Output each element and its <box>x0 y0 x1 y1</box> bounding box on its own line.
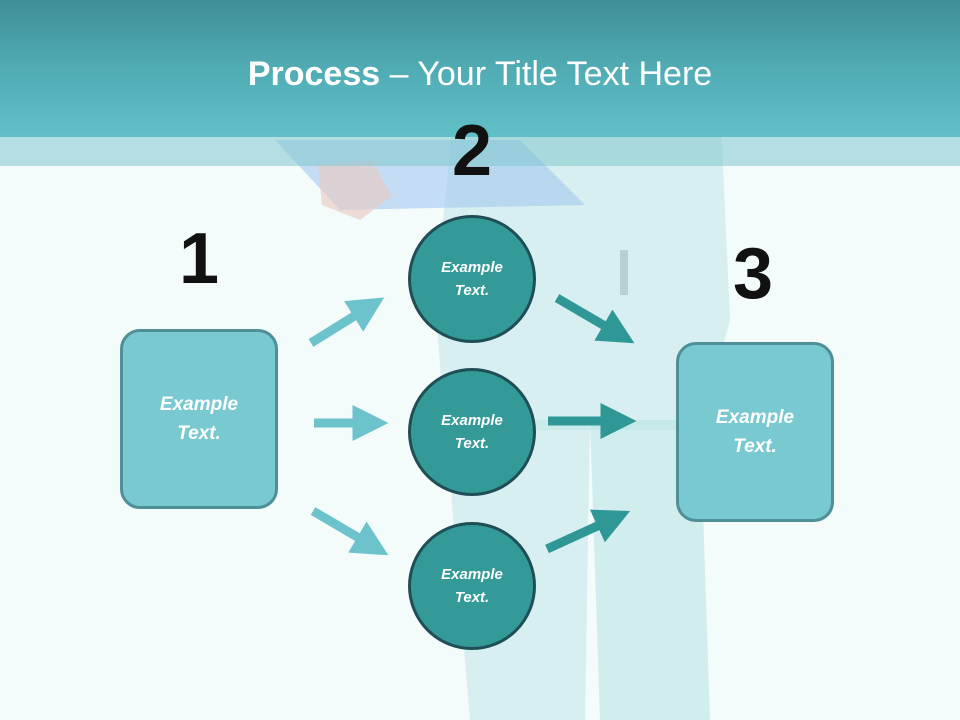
arrow-from-circle-top <box>554 294 635 344</box>
title-rest: – Your Title Text Here <box>380 55 713 93</box>
slide-title: Process – Your Title Text Here <box>0 52 960 96</box>
step-number-2: 2 <box>451 111 493 191</box>
circle-middle: Example Text. <box>408 368 536 496</box>
title-band <box>0 137 960 166</box>
arrow-to-circle-top <box>308 297 385 347</box>
arrow-from-circle-bottom <box>545 509 631 554</box>
arrow-to-circle-bottom <box>310 507 389 556</box>
title-bold: Process <box>247 55 381 93</box>
circle-bottom: Example Text. <box>408 522 536 650</box>
circle-bottom-text: Example Text. <box>441 566 503 606</box>
title-bar <box>0 0 960 137</box>
circle-middle-text: Example Text. <box>441 412 503 452</box>
box-step-1-text: Example Text. <box>159 394 239 444</box>
box-step-3-text: Example Text. <box>715 407 795 457</box>
circle-top: Example Text. <box>408 215 536 343</box>
step-number-1: 1 <box>178 219 220 299</box>
step-number-3: 3 <box>732 234 774 314</box>
circle-top-text: Example Text. <box>441 259 503 299</box>
box-step-1: Example Text. <box>120 329 278 509</box>
box-step-3: Example Text. <box>676 342 834 522</box>
